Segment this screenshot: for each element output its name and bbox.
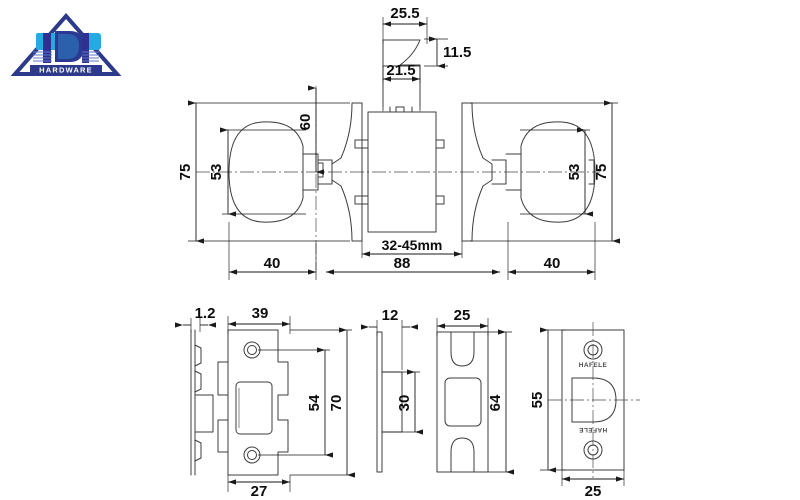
- dimension-strike-height: 64: [487, 329, 515, 475]
- lock-body-tab-upper-right: [435, 139, 445, 149]
- dimension-right-rose-dia: 75: [470, 100, 621, 244]
- assembly-front-view: 75 53 60 53 75: [177, 85, 621, 280]
- dim-label-30: 30: [396, 395, 413, 412]
- dimension-strike-depth: 12: [360, 307, 419, 370]
- dimension-strike-width: 25: [436, 307, 489, 336]
- dim-label-27: 27: [251, 483, 268, 500]
- dimension-bolt-width-bottom: 21.5: [382, 62, 421, 83]
- lock-body-tab-lower-right: [435, 195, 445, 205]
- latch-bolt-detail-view: 25.5 11.5 21.5: [382, 5, 471, 111]
- dimension-right-projection: 40: [507, 222, 596, 280]
- dim-label-54: 54: [306, 394, 323, 411]
- strike-plate-plan: [436, 331, 489, 473]
- dim-label-1-2: 1.2: [195, 305, 216, 322]
- dimension-bolt-width-top: 25.5: [382, 5, 428, 44]
- right-rosette: [461, 102, 493, 242]
- logo-letter-p: [33, 33, 58, 63]
- dim-label-25-5: 25.5: [390, 5, 419, 22]
- dim-label-75-right: 75: [593, 164, 610, 181]
- dim-label-70: 70: [328, 395, 345, 412]
- dim-label-53-left: 53: [208, 164, 225, 181]
- company-logo: HARDWARE: [10, 12, 122, 76]
- dim-label-40-left: 40: [264, 255, 281, 272]
- strike-box-screw-top-inner: [587, 344, 599, 356]
- dimension-faceplate-height: 70: [290, 327, 356, 478]
- dimension-overall-length: 88: [326, 255, 500, 275]
- dim-label-40-right: 40: [544, 255, 561, 272]
- dim-label-32-45mm: 32-45mm: [382, 237, 443, 253]
- dimension-strike-lip: 30: [382, 369, 424, 435]
- logo-hatch-right: [82, 51, 99, 62]
- faceplate-front-profile: [217, 329, 289, 476]
- dimension-left-knob-dia: 53: [208, 127, 306, 217]
- logo-letter-d: [55, 31, 84, 62]
- dim-label-39: 39: [252, 305, 269, 322]
- dim-label-64: 64: [487, 394, 504, 411]
- dim-label-11-5: 11.5: [443, 44, 471, 61]
- dimension-left-projection: 40: [228, 222, 317, 280]
- dim-label-88: 88: [394, 255, 411, 272]
- strike-box-screw-bottom-outer: [583, 440, 603, 460]
- lock-body-tab-upper-left: [354, 139, 363, 149]
- dim-label-12: 12: [382, 307, 399, 324]
- dimension-faceplate-body-width: 27: [227, 475, 291, 500]
- strike-box-view: HAFELE HAFELE 55 25: [529, 322, 640, 500]
- dim-label-75-left: 75: [177, 164, 194, 181]
- faceplate-side-profile: [190, 329, 214, 476]
- dim-label-25: 25: [454, 307, 471, 324]
- dim-label-53-right: 53: [566, 164, 583, 181]
- dimension-right-knob-dia: 53: [520, 127, 594, 217]
- dim-label-60: 60: [297, 114, 314, 131]
- dimension-backset: 60: [297, 85, 325, 175]
- dim-label-21-5: 21.5: [386, 62, 415, 79]
- dim-label-55: 55: [529, 392, 546, 409]
- left-knob-body: [228, 121, 304, 223]
- latch-stem-inner: [389, 106, 413, 113]
- dim-label-25-box: 25: [585, 483, 602, 500]
- dimension-faceplate-width: 39: [227, 305, 291, 334]
- dimension-faceplate-thickness: 1.2: [174, 305, 217, 332]
- lock-body-tab-lower-left: [354, 195, 363, 205]
- latch-keeper: [395, 106, 405, 113]
- latch-faceplate-view: 1.2 39 54: [174, 305, 356, 500]
- dimension-box-width: 25: [561, 470, 625, 500]
- dimension-hole-centres: 54: [258, 347, 334, 458]
- strike-box-brand-bottom: HAFELE: [579, 426, 608, 433]
- dimension-box-height: 55: [529, 327, 566, 473]
- strike-box-screw-top-outer: [583, 340, 603, 360]
- logo-tagline: HARDWARE: [39, 66, 93, 75]
- dimension-bolt-height: 11.5: [424, 36, 471, 69]
- left-knob-catch: [317, 162, 324, 178]
- strike-plate-side-bar: [376, 331, 383, 473]
- strike-box-aperture: [571, 377, 617, 423]
- strike-plate-view: 12 30 25: [360, 307, 515, 475]
- lock-body-tabs-left: [361, 139, 369, 205]
- logo-tagline-band: [30, 65, 102, 75]
- strike-box-brand-top: HAFELE: [579, 362, 608, 369]
- logo-hatch-left: [33, 51, 52, 62]
- right-knob-shank: [491, 159, 507, 185]
- logo-letter-r: [82, 33, 101, 63]
- dimension-door-thickness: 32-45mm: [361, 237, 463, 258]
- strike-box-screw-bottom-inner: [587, 444, 599, 456]
